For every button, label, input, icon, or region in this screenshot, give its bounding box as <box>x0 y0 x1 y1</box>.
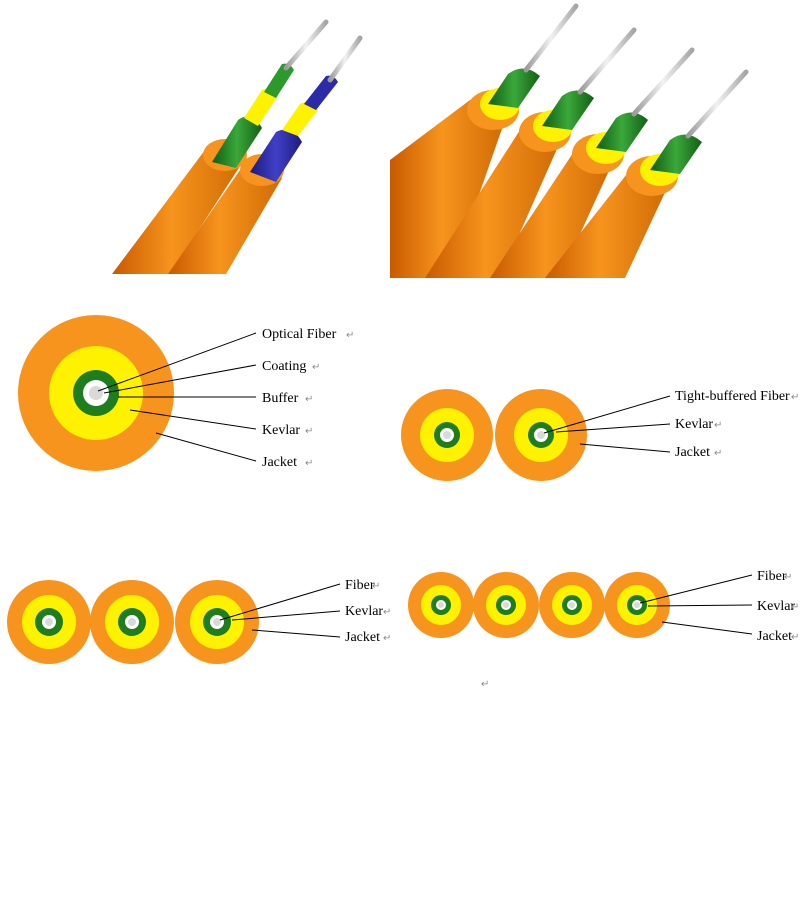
buffer-tube <box>542 90 594 130</box>
paragraph-return-mark: ↵ <box>481 679 489 690</box>
label-jacket: Jacket <box>345 630 380 645</box>
return-mark: ↵ <box>305 426 313 437</box>
return-mark: ↵ <box>791 392 799 403</box>
jacket-tube <box>168 162 282 274</box>
fiber-core <box>443 431 451 439</box>
return-mark: ↵ <box>791 632 799 643</box>
fiber-core <box>438 602 444 608</box>
fiber-core <box>45 618 53 626</box>
label-kevlar: Kevlar <box>675 417 713 432</box>
return-mark: ↵ <box>383 607 391 618</box>
label-kevlar: Kevlar <box>757 599 795 614</box>
fiber-core <box>128 618 136 626</box>
jacket-tube <box>545 168 668 278</box>
fiber-strand <box>523 3 579 73</box>
kevlar-layer <box>244 88 278 126</box>
fiber-core <box>634 602 640 608</box>
return-mark: ↵ <box>383 633 391 644</box>
return-mark: ↵ <box>312 362 320 373</box>
return-mark: ↵ <box>714 420 722 431</box>
fiber-core <box>89 386 103 400</box>
return-mark: ↵ <box>791 602 799 613</box>
label-fiber: Fiber <box>345 578 375 593</box>
duplex-cable-cross-section: Tight-buffered Fiber ↵ Kevlar ↵ Jacket ↵ <box>401 389 799 481</box>
label-jacket: Jacket <box>757 629 792 644</box>
fiber-core <box>537 431 545 439</box>
fiber-strand <box>631 47 695 117</box>
quad-cable-cross-section: Fiber ↵ Kevlar ↵ Jacket ↵ <box>408 569 799 644</box>
fiber-core <box>503 602 509 608</box>
coating <box>264 63 294 98</box>
label-coating: Coating <box>262 359 306 374</box>
return-mark: ↵ <box>784 572 792 583</box>
label-jacket: Jacket <box>675 445 710 460</box>
jacket-tube <box>490 147 612 278</box>
buffer-tube <box>212 116 262 168</box>
return-mark: ↵ <box>305 394 313 405</box>
buffer-tube <box>250 129 302 182</box>
return-mark: ↵ <box>372 581 380 592</box>
single-cable-cross-section: Optical Fiber ↵ Coating ↵ Buffer ↵ Kevla… <box>18 315 354 471</box>
label-tight-buffered-fiber: Tight-buffered Fiber <box>675 389 790 404</box>
fiber-core <box>213 618 221 626</box>
triple-cable-cross-section: Fiber ↵ Kevlar ↵ Jacket ↵ <box>7 578 391 664</box>
fiber-strand <box>327 35 363 83</box>
jacket-tube <box>425 126 560 278</box>
jacket-tube <box>390 99 505 278</box>
jacket-tube <box>112 142 244 274</box>
fiber-strand <box>283 19 329 71</box>
label-fiber: Fiber <box>757 569 787 584</box>
buffer-tube <box>488 68 540 108</box>
return-mark: ↵ <box>346 330 354 341</box>
quad-cable-illustration <box>390 3 749 278</box>
label-optical-fiber: Optical Fiber <box>262 327 337 342</box>
fiber-strand <box>577 27 637 95</box>
buffer-tube <box>650 134 702 174</box>
label-kevlar: Kevlar <box>262 423 300 438</box>
label-jacket: Jacket <box>262 455 297 470</box>
coating <box>304 75 338 110</box>
kevlar-layer <box>282 102 318 136</box>
duplex-cable-illustration <box>112 19 363 274</box>
label-kevlar: Kevlar <box>345 604 383 619</box>
return-mark: ↵ <box>305 458 313 469</box>
label-buffer: Buffer <box>262 391 299 406</box>
fiber-core <box>569 602 575 608</box>
fiber-strand <box>685 69 749 139</box>
buffer-tube <box>596 112 648 152</box>
return-mark: ↵ <box>714 448 722 459</box>
